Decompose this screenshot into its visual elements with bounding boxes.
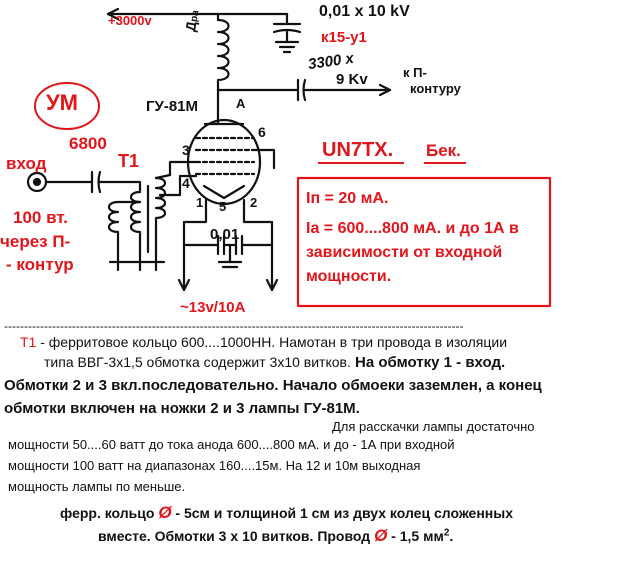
filament-right-arrow (265, 278, 279, 292)
hv-supply-label: +3000v (108, 13, 152, 28)
notes-line-2: типа ВВГ-3х1,5 обмотка содержит 3х10 вит… (44, 354, 506, 371)
info-ia-line-2: зависимости от входной (306, 244, 503, 261)
notes-line-9: ферр. кольцо Ø - 5см и толщиной 1 см из … (60, 503, 513, 522)
callsign-label: UN7TX. (322, 139, 394, 161)
callsign-underline (318, 162, 404, 164)
notes-line-10: вместе. Обмотки 3 х 10 витков. Провод Ø … (98, 526, 454, 545)
t1-tertiary-coil (107, 200, 120, 264)
t1-ground (108, 260, 166, 272)
pin-5-label: 5 (219, 199, 227, 214)
pin-2-label: 2 (250, 195, 258, 210)
filament-left-arrow (177, 278, 191, 292)
cap-top-ground (274, 40, 300, 54)
info-box (296, 176, 552, 308)
to-pi-label-1: к П- (403, 65, 427, 80)
input-wire-2 (98, 180, 142, 194)
input-connector-inner (32, 177, 42, 187)
t1-primary-coil (129, 190, 142, 264)
choke-coil (216, 12, 230, 92)
notes-line-6: мощности 50....60 ватт до тока анода 600… (8, 437, 455, 452)
filament-right-lead (242, 198, 274, 292)
pin-4-label: 4 (182, 175, 190, 191)
input-label: вход (6, 154, 47, 173)
transformer-label: T1 (118, 151, 140, 171)
filament-label: ~13v/10A (180, 299, 246, 316)
anode-label: А (236, 96, 246, 111)
city-label: Бек. (426, 141, 461, 160)
cap-bottom-ground (217, 260, 243, 269)
hv-arrow (106, 7, 120, 21)
output-arrow (378, 83, 392, 97)
cap-top-type-label: к15-у1 (321, 29, 367, 46)
filament-left-lead (182, 198, 208, 292)
cap-top-plate-2 (272, 28, 302, 34)
cap-out-plate-2 (302, 78, 307, 102)
pin3-lead (168, 160, 198, 177)
tube-name-label: ГУ-81М (146, 98, 199, 115)
pin-1-label: 1 (196, 195, 204, 210)
cap-in-plate-2 (97, 170, 102, 194)
cap-out-voltage-label: 9 Kv (336, 71, 368, 88)
notes-line-7: мощности 100 ватт на диапазонах 160....1… (8, 458, 421, 473)
t1-secondary-coil (154, 176, 167, 264)
um-badge: УМ (46, 90, 79, 115)
resistor-6800-label: 6800 (69, 134, 107, 153)
city-underline (424, 162, 466, 164)
pin4-lead (178, 174, 198, 197)
info-ia-line-3: мощности. (306, 268, 392, 285)
um-badge-circle (34, 82, 100, 130)
pin-3-label: 3 (182, 142, 190, 158)
diameter-symbol-2: Ø (374, 526, 388, 545)
pin6-lead (252, 148, 276, 170)
info-ip-line: Iп = 20 мА. (306, 190, 389, 207)
diameter-symbol-1: Ø (158, 503, 172, 522)
info-ia-line-1: Iа = 600....800 мА. и до 1А в (306, 220, 519, 237)
notes-line-8: мощность лампы по меньше. (8, 479, 186, 494)
input-note-2: через П- (0, 232, 71, 251)
notes-line-1: T1 - ферритовое кольцо 600....1000НН. На… (20, 334, 508, 350)
tube-filament (202, 184, 246, 200)
to-pi-label-2: контуру (410, 81, 461, 96)
input-note-1: 100 вт. (13, 208, 68, 227)
t1-secondary-to-pins (154, 173, 182, 197)
pin-6-label: 6 (258, 124, 266, 140)
cap-bottom-label: 0,01 (210, 226, 240, 243)
notes-line-4: обмотки включен на ножки 2 и 3 лампы ГУ-… (4, 400, 360, 417)
input-note-3: - контур (6, 255, 74, 274)
notes-line-5: Для расскачки лампы достаточно (332, 419, 535, 434)
cap-top-value-label: 0,01 x 10 kV (319, 3, 410, 20)
notes-divider: ----------------------------------------… (4, 320, 464, 332)
notes-line-3: Обмотки 2 и 3 вкл.последовательно. Начал… (4, 377, 542, 394)
